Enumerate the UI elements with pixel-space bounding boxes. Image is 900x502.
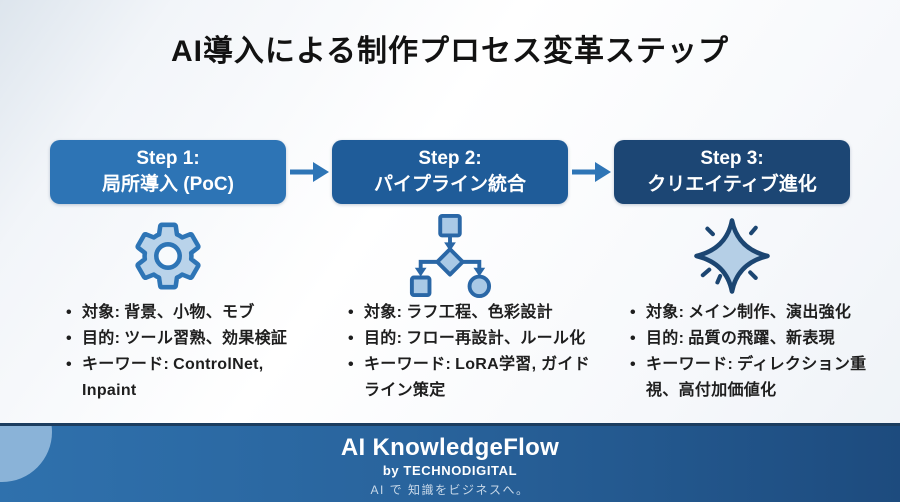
arrow-step1-to-step2 <box>286 140 332 204</box>
gear-icon <box>135 222 201 290</box>
step1-details: 対象:背景、小物、モブ 目的:ツール習熟、効果検証 キーワード:ControlN… <box>50 300 287 404</box>
step3-title: クリエイティブ進化 <box>647 174 817 195</box>
page-title: AI導入による制作プロセス変革ステップ <box>170 35 730 68</box>
step1-header-box: Step 1: 局所導入 (PoC) <box>50 140 286 204</box>
step2-details: 対象:ラフ工程、色彩設計 目的:フロー再設計、ルール化 キーワード:LoRA学習… <box>332 300 590 404</box>
step2-icon-cell <box>332 204 568 299</box>
step2-title: パイプライン統合 <box>373 174 526 195</box>
step1-bullet-list: 対象:背景、小物、モブ 目的:ツール習熟、効果検証 キーワード:ControlN… <box>66 300 318 404</box>
list-item: 目的:フロー再設計、ルール化 <box>348 326 600 352</box>
step3-details: 対象:メイン制作、演出強化 目的:品質の飛躍、新表現 キーワード:ディレクション… <box>614 300 866 404</box>
list-item: 対象:メイン制作、演出強化 <box>630 300 882 326</box>
sparkle-icon <box>694 218 770 294</box>
list-item: キーワード:ディレクション重視、高付加価値化 <box>630 352 882 404</box>
brand-name: AI KnowledgeFlow <box>340 434 560 461</box>
step1-icon-cell <box>50 204 286 296</box>
list-item: キーワード:LoRA学習, ガイドライン策定 <box>348 352 600 404</box>
step1-title: 局所導入 (PoC) <box>102 174 234 195</box>
brand-tagline: AI で 知識をビジネスへ。 <box>370 483 530 497</box>
list-item: キーワード:ControlNet, Inpaint <box>66 352 318 404</box>
footer-content: AI KnowledgeFlow by TECHNODIGITAL AI で 知… <box>0 426 900 499</box>
step2-bullet-list: 対象:ラフ工程、色彩設計 目的:フロー再設計、ルール化 キーワード:LoRA学習… <box>348 300 600 404</box>
step3-bullet-list: 対象:メイン制作、演出強化 目的:品質の飛躍、新表現 キーワード:ディレクション… <box>630 300 882 404</box>
brand-byline: by TECHNODIGITAL <box>382 463 518 478</box>
step3-icon-cell <box>614 204 850 296</box>
step2-label: Step 2: <box>418 148 482 169</box>
list-item: 対象:ラフ工程、色彩設計 <box>348 300 600 326</box>
step3-header-box: Step 3: クリエイティブ進化 <box>614 140 850 204</box>
footer-banner: AI KnowledgeFlow by TECHNODIGITAL AI で 知… <box>0 423 900 502</box>
step1-label: Step 1: <box>136 148 200 169</box>
step2-header-box: Step 2: パイプライン統合 <box>332 140 568 204</box>
right-arrow-icon <box>572 162 611 182</box>
list-item: 目的:ツール習熟、効果検証 <box>66 326 318 352</box>
steps-diagram: Step 1: 局所導入 (PoC) Step 2: パイプライン統合 Step… <box>0 140 900 404</box>
right-arrow-icon <box>290 162 329 182</box>
list-item: 目的:品質の飛躍、新表現 <box>630 326 882 352</box>
flowchart-icon <box>409 213 492 299</box>
arrow-step2-to-step3 <box>568 140 614 204</box>
step3-label: Step 3: <box>700 148 764 169</box>
list-item: 対象:背景、小物、モブ <box>66 300 318 326</box>
